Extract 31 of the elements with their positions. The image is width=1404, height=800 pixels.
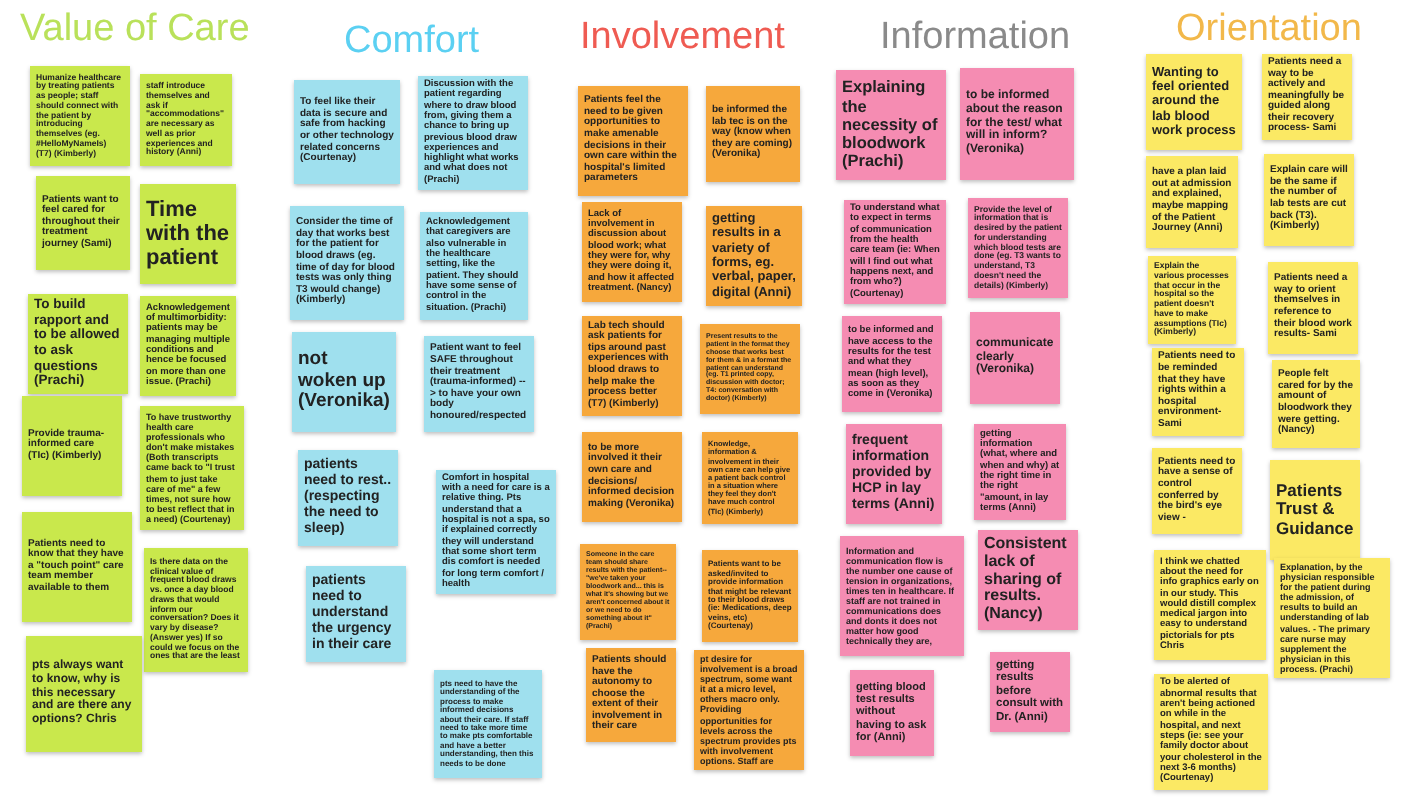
sticky-note bbox=[292, 332, 396, 432]
sticky-note bbox=[850, 670, 934, 756]
sticky-note bbox=[294, 80, 400, 184]
column-heading: Information bbox=[880, 16, 1071, 60]
sticky-note bbox=[1146, 54, 1242, 150]
sticky-note bbox=[26, 636, 142, 752]
sticky-note bbox=[1274, 558, 1390, 678]
sticky-note bbox=[36, 176, 130, 270]
note-text: Consistent lack of sharing of results. (Nancy) bbox=[984, 535, 1069, 625]
note-text: not woken up (Veronika) bbox=[298, 350, 390, 414]
sticky-note bbox=[970, 312, 1060, 404]
sticky-note bbox=[582, 316, 682, 416]
sticky-note bbox=[22, 512, 132, 622]
sticky-note bbox=[706, 86, 800, 182]
note-text: Patients Trust & Guidance bbox=[1276, 481, 1354, 539]
sticky-note bbox=[582, 432, 682, 522]
sticky-note bbox=[290, 206, 404, 320]
sticky-note bbox=[1146, 156, 1238, 248]
note-text: Explaining the necessity of bloodwork (Prachi) bbox=[842, 78, 940, 172]
sticky-note bbox=[306, 566, 406, 662]
column-heading: Involvement bbox=[580, 16, 785, 60]
sticky-note bbox=[960, 68, 1074, 180]
sticky-note bbox=[1268, 262, 1358, 354]
column-heading: Value of Care bbox=[20, 8, 250, 52]
sticky-note bbox=[1270, 460, 1360, 560]
sticky-note bbox=[22, 396, 122, 496]
note-text: Time with the patient bbox=[146, 197, 230, 271]
sticky-note bbox=[1264, 154, 1354, 246]
column-heading: Comfort bbox=[344, 20, 480, 64]
sticky-note bbox=[140, 184, 236, 284]
column-heading: Orientation bbox=[1176, 8, 1362, 52]
